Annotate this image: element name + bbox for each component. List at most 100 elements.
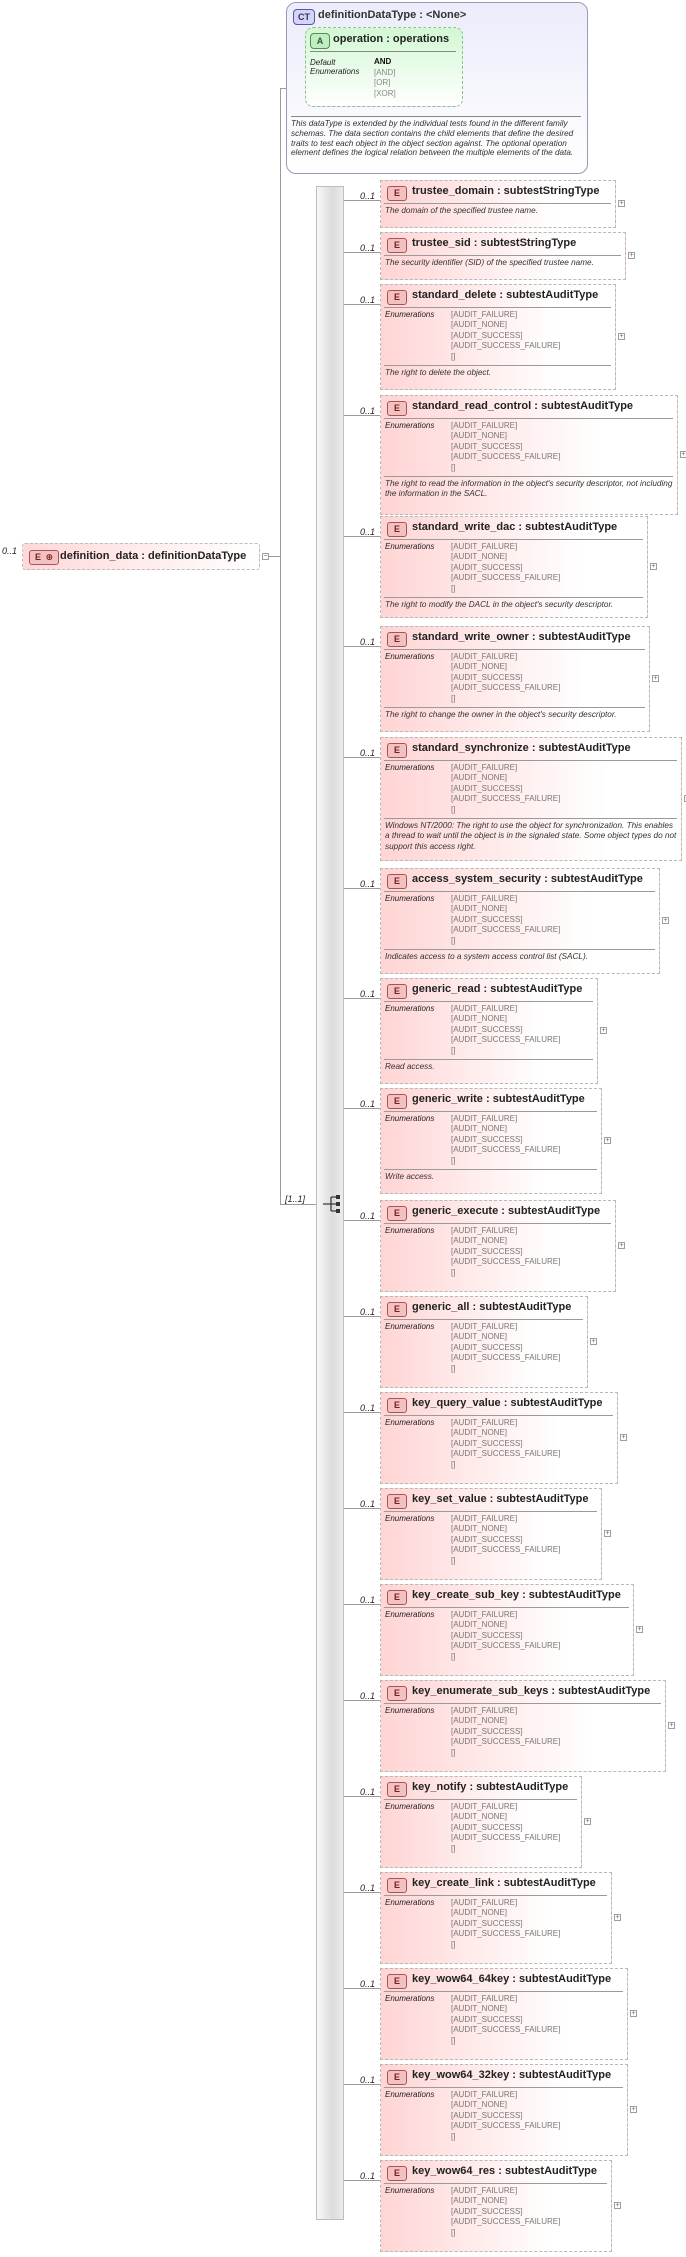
element-divider (384, 818, 677, 819)
element-connector (344, 1988, 380, 1989)
element-cardinality: 0..1 (360, 1595, 376, 1605)
enum-value: [AUDIT_SUCCESS_FAILURE] (451, 2217, 561, 2227)
expand-toggle-icon[interactable]: + (590, 1338, 597, 1345)
expand-toggle-icon[interactable]: + (628, 252, 635, 259)
root-element-title: definition_data : definitionDataType (60, 550, 247, 562)
enum-value: [] (451, 935, 456, 945)
expand-toggle-icon[interactable]: + (618, 333, 625, 340)
element-enumerations: [AUDIT_FAILURE][AUDIT_NONE][AUDIT_SUCCES… (451, 1898, 560, 1950)
enum-value: [AUDIT_SUCCESS_FAILURE] (451, 2025, 561, 2035)
element-icon: E (387, 1206, 407, 1221)
enum-value: [AUDIT_SUCCESS] (451, 914, 523, 924)
expand-toggle-icon[interactable]: + (652, 675, 659, 682)
collapse-toggle-icon[interactable]: − (262, 553, 269, 560)
expand-toggle-icon[interactable]: + (604, 1530, 611, 1537)
root-element-icon: E ⊕ (29, 550, 59, 565)
enum-value: [AUDIT_NONE] (451, 1908, 508, 1918)
element-connector (344, 304, 380, 305)
expand-toggle-icon[interactable]: + (600, 1027, 607, 1034)
enum-value: [AUDIT_SUCCESS_FAILURE] (451, 573, 561, 583)
element-connector (344, 757, 380, 758)
enum-value: [AUDIT_SUCCESS_FAILURE] (451, 925, 561, 935)
element-enumerations: [AUDIT_FAILURE][AUDIT_NONE][AUDIT_SUCCES… (451, 2186, 560, 2238)
element-icon: E (387, 1302, 407, 1317)
element-enumerations: [AUDIT_FAILURE][AUDIT_NONE][AUDIT_SUCCES… (451, 1418, 560, 1470)
element-icon: E (387, 632, 407, 647)
expand-toggle-icon[interactable]: + (614, 1914, 621, 1921)
element-icon: E (387, 1590, 407, 1605)
element-cardinality: 0..1 (360, 1403, 376, 1413)
enum-value: [AUDIT_NONE] (451, 1716, 508, 1726)
element-enumerations-label: Enumerations (385, 2186, 435, 2195)
element-description: The right to read the information in the… (385, 479, 673, 499)
expand-toggle-icon[interactable]: + (630, 2010, 637, 2017)
element-enumerations: [AUDIT_FAILURE][AUDIT_NONE][AUDIT_SUCCES… (451, 542, 560, 594)
enum-value: [AUDIT_SUCCESS_FAILURE] (451, 1929, 561, 1939)
element-enumerations-label: Enumerations (385, 894, 435, 903)
element-enumerations-label: Enumerations (385, 1610, 435, 1619)
enum-value: [AUDIT_SUCCESS_FAILURE] (451, 1833, 561, 1843)
complex-type-box[interactable]: CT definitionDataType : <None> A operati… (286, 2, 588, 174)
expand-toggle-icon[interactable]: + (604, 1137, 611, 1144)
root-element-box[interactable]: E ⊕ definition_data : definitionDataType (22, 543, 260, 570)
enum-value: [AUDIT_FAILURE] (451, 1514, 518, 1523)
enum-value: [AUDIT_SUCCESS] (451, 1246, 523, 1256)
element-cardinality: 0..1 (360, 1787, 376, 1797)
element-icon: E (387, 1094, 407, 1109)
element-title: key_wow64_res : subtestAuditType (412, 2165, 598, 2177)
element-title: standard_synchronize : subtestAuditType (412, 742, 631, 754)
expand-toggle-icon[interactable]: + (630, 2106, 637, 2113)
attribute-divider (310, 51, 456, 52)
expand-toggle-icon[interactable]: + (618, 200, 625, 207)
element-icon: E (387, 2070, 407, 2085)
element-enumerations-label: Enumerations (385, 1802, 435, 1811)
expand-toggle-icon[interactable]: + (668, 1722, 675, 1729)
enum-value: [] (451, 1267, 456, 1277)
element-title: trustee_sid : subtestStringType (412, 237, 577, 249)
enum-value: [AUDIT_SUCCESS] (451, 1534, 523, 1544)
enum-value: [AUDIT_NONE] (451, 773, 508, 783)
enum-value: [AUDIT_NONE] (451, 1014, 508, 1024)
element-description: Windows NT/2000: The right to use the ob… (385, 821, 677, 851)
expand-toggle-icon[interactable]: + (620, 1434, 627, 1441)
element-connector (344, 252, 380, 253)
element-divider (384, 649, 645, 650)
element-enumerations: [AUDIT_FAILURE][AUDIT_NONE][AUDIT_SUCCES… (451, 421, 560, 473)
attribute-enum-value: [OR] (374, 78, 391, 87)
element-enumerations-label: Enumerations (385, 763, 435, 772)
expand-toggle-icon[interactable]: + (618, 1242, 625, 1249)
expand-toggle-icon[interactable]: + (662, 917, 669, 924)
element-enumerations: [AUDIT_FAILURE][AUDIT_NONE][AUDIT_SUCCES… (451, 1322, 560, 1374)
expand-toggle-icon[interactable]: + (680, 451, 686, 458)
element-cardinality: 0..1 (360, 1499, 376, 1509)
expand-toggle-icon[interactable]: + (650, 563, 657, 570)
expand-toggle-icon[interactable]: + (636, 1626, 643, 1633)
attribute-box[interactable]: A operation : operations Default Enumera… (305, 27, 463, 107)
enum-value: [AUDIT_NONE] (451, 1236, 508, 1246)
element-divider (384, 2183, 607, 2184)
expand-toggle-icon[interactable]: + (584, 1818, 591, 1825)
element-enumerations: [AUDIT_FAILURE][AUDIT_NONE][AUDIT_SUCCES… (451, 652, 560, 704)
expand-toggle-icon[interactable]: + (614, 2202, 621, 2209)
